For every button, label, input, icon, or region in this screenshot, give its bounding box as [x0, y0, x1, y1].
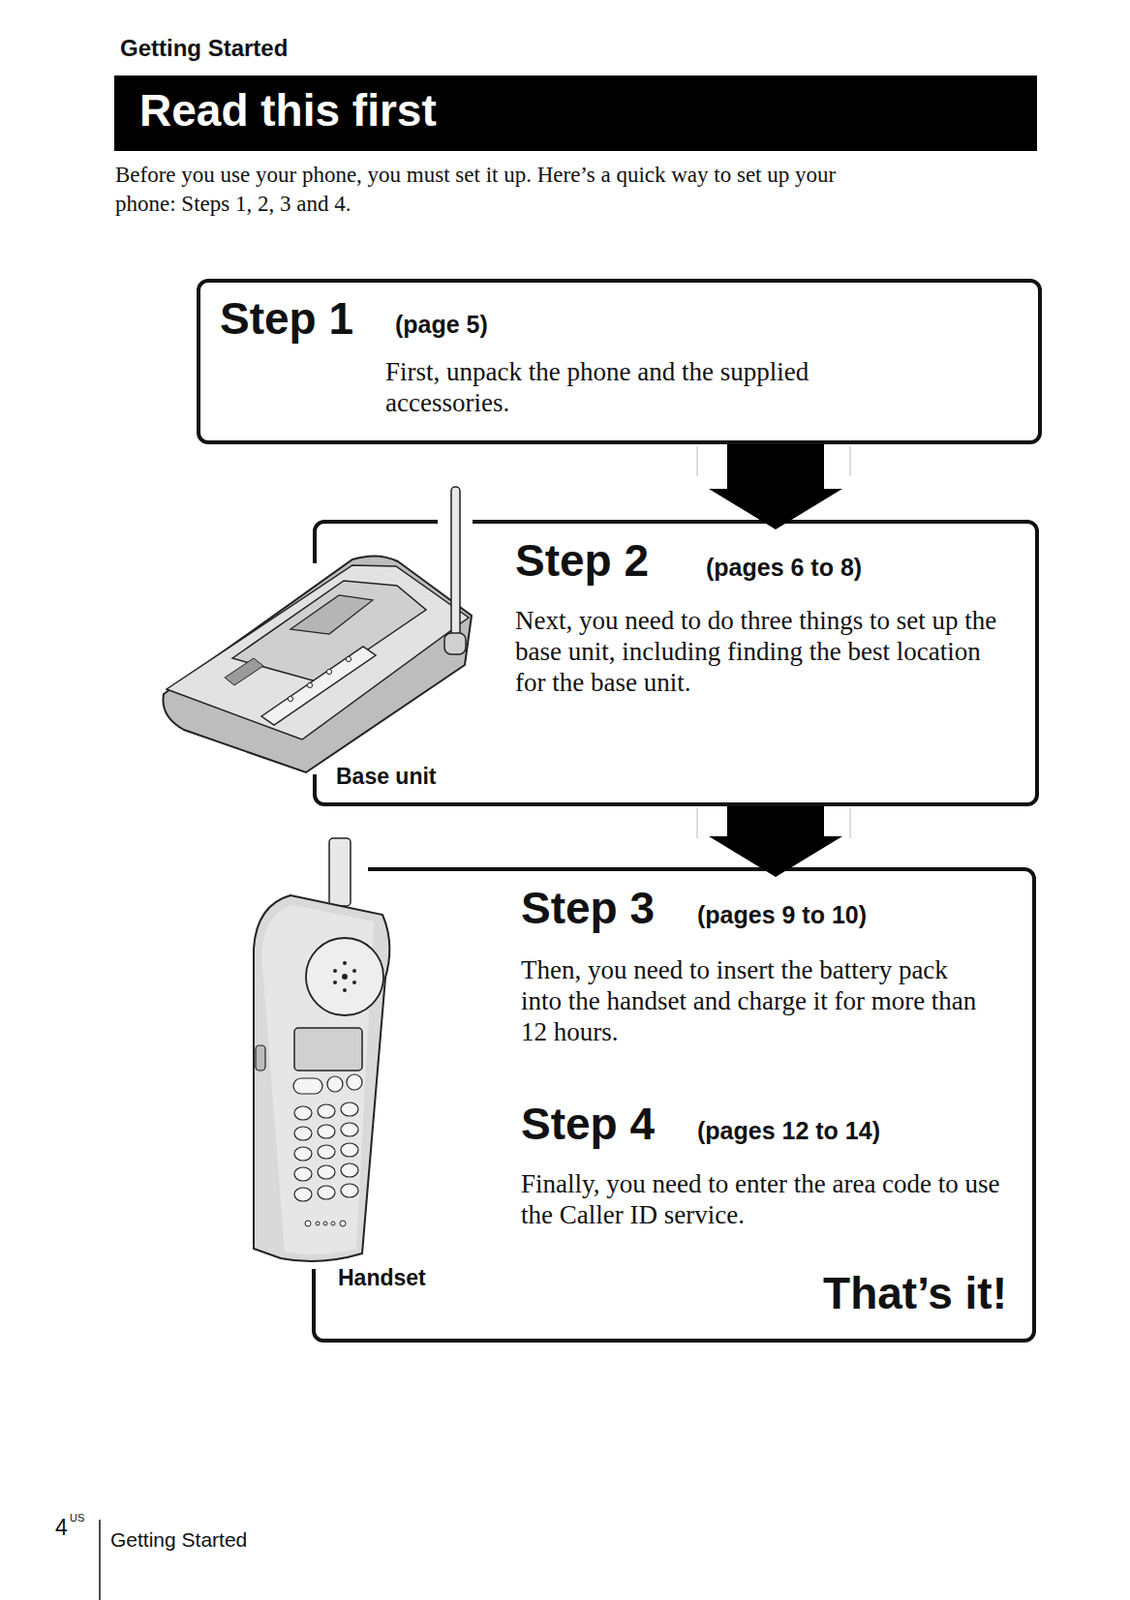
page-title: Read this first	[139, 85, 437, 136]
block-arrow	[708, 444, 843, 530]
handset-drawing	[340, 1123, 359, 1137]
base-unit-drawing	[326, 669, 332, 674]
base-unit-drawing	[162, 555, 472, 773]
section-header: Getting Started	[120, 34, 288, 62]
handset-drawing	[294, 1188, 312, 1202]
handset-drawing	[333, 969, 337, 974]
footer-section: Getting Started	[110, 1527, 247, 1553]
guide-line	[697, 808, 699, 839]
step-description: First, unpack the phone and the supplied…	[385, 356, 899, 419]
guide-line	[697, 446, 699, 477]
handset-drawing	[352, 980, 357, 985]
handset-drawing	[294, 1167, 312, 1182]
page-reference: (pages 6 to 8)	[705, 553, 862, 582]
guide-line	[850, 446, 852, 477]
border-gap	[305, 516, 473, 1270]
handset-drawing	[352, 969, 357, 974]
base-unit-drawing	[451, 487, 460, 642]
step-description: Then, you need to insert the battery pac…	[520, 954, 991, 1048]
handset-drawing	[329, 838, 351, 907]
handset-drawing	[331, 1221, 336, 1226]
handset-drawing	[294, 1028, 363, 1071]
handset-drawing	[346, 1074, 363, 1091]
part-name: Handset	[337, 1265, 427, 1292]
page-reference: (page 5)	[395, 310, 489, 339]
handset-drawing	[340, 1143, 359, 1158]
page-reference: (pages 9 to 10)	[697, 901, 867, 930]
guide-line	[850, 808, 852, 839]
step-heading: Step 4	[520, 1099, 655, 1150]
handset-drawing	[317, 1145, 336, 1160]
handset-drawing	[305, 1221, 311, 1227]
handset-drawing	[317, 1186, 336, 1200]
handset-drawing	[333, 980, 337, 985]
handset-drawing	[315, 1221, 320, 1226]
handset-drawing	[294, 1106, 312, 1121]
base-unit-drawing	[224, 658, 264, 686]
page-suffix: US	[69, 1512, 85, 1526]
handset-drawing	[294, 1127, 312, 1141]
base-unit-drawing	[287, 696, 293, 702]
base-unit-drawing	[290, 595, 373, 635]
handset-drawing	[255, 1045, 266, 1071]
step-heading: Step 1	[219, 293, 354, 344]
handset-drawing	[323, 1221, 328, 1226]
step-heading: Step 3	[520, 883, 655, 934]
handset-drawing	[342, 961, 347, 966]
base-unit-drawing	[166, 565, 469, 740]
handset-drawing	[342, 988, 347, 993]
step-description: Finally, you need to enter the area code…	[520, 1168, 1006, 1231]
page-number: 4	[55, 1515, 68, 1542]
base-unit-drawing	[261, 646, 376, 726]
step-box: Step 2 (pages 6 to 8) Next, you need to do…	[312, 519, 1039, 807]
handset-drawing	[341, 974, 348, 980]
base-unit-drawing	[232, 580, 427, 683]
base-unit-drawing	[162, 487, 472, 773]
base-unit-drawing	[306, 682, 312, 688]
handset-drawing	[294, 1147, 312, 1161]
handset-drawing	[340, 1184, 359, 1198]
step-heading: Step 2	[515, 535, 649, 586]
handset-drawing	[317, 1165, 336, 1180]
step-description: Next, you need to do three things to set…	[515, 605, 1000, 699]
handset-drawing	[317, 1104, 336, 1119]
closing-text: That’s it!	[823, 1268, 1008, 1319]
base-unit-drawing	[345, 656, 351, 662]
handset-drawing	[327, 1076, 343, 1093]
handset-drawing	[340, 1163, 359, 1178]
handset-drawing	[253, 895, 390, 1262]
step-box: Step 1 (page 5) First, unpack the phone an…	[196, 278, 1042, 445]
handset-drawing	[305, 938, 384, 1016]
part-name: Base unit	[335, 763, 437, 791]
page-reference: (pages 12 to 14)	[697, 1117, 881, 1146]
handset-drawing	[261, 905, 374, 1255]
intro-note: Before you use your phone, you must set …	[115, 160, 881, 219]
handset-drawing	[340, 1102, 359, 1117]
handset-drawing	[293, 1078, 323, 1095]
handset-drawing	[253, 838, 390, 1262]
handset-drawing	[339, 1221, 346, 1227]
handset-drawing	[294, 1102, 359, 1202]
base-unit-drawing	[444, 633, 466, 655]
handset-drawing	[317, 1125, 336, 1139]
footer-rule	[98, 1520, 101, 1600]
